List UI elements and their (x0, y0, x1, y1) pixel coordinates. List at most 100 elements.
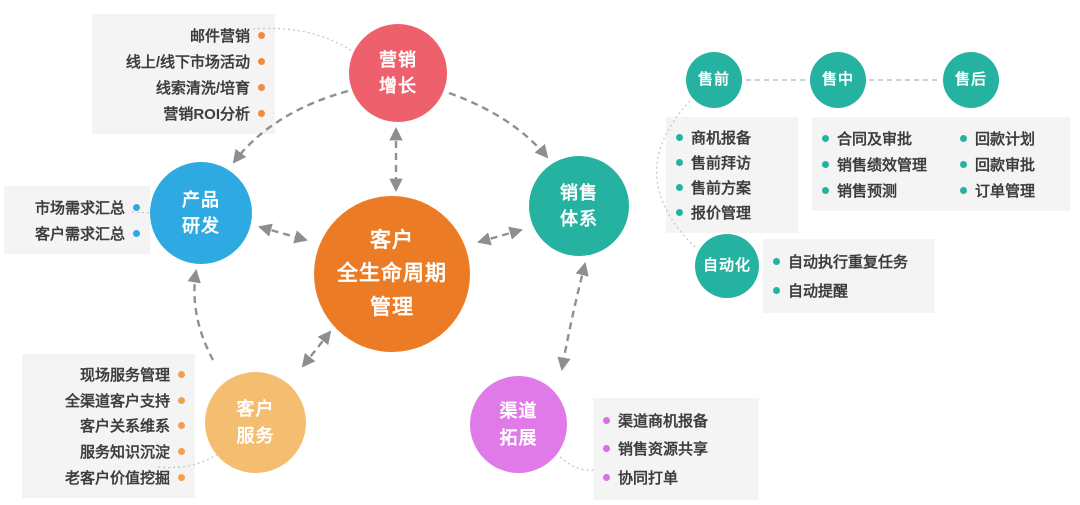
list-item: 回款计划 (960, 126, 1060, 151)
node-sales-system-label: 销售 体系 (560, 182, 598, 229)
bullet-icon (603, 416, 610, 424)
list-item: 服务知识沉淀 (32, 439, 185, 464)
list-item-label: 客户需求汇总 (34, 225, 125, 243)
midsale-feature-list: 合同及审批 销售绩效管理 销售预测 (812, 117, 956, 211)
bullet-icon (258, 31, 265, 39)
bullet-icon (822, 134, 829, 142)
list-item-label: 售前方案 (691, 180, 752, 197)
bullet-icon (822, 160, 829, 168)
list-item-label: 自动执行重复任务 (788, 254, 909, 271)
list-item-label: 客户关系维系 (79, 418, 170, 436)
list-item: 营销ROI分析 (102, 101, 265, 126)
bullet-icon (133, 229, 140, 237)
list-item-label: 销售预测 (837, 182, 898, 200)
bullet-icon (178, 396, 185, 404)
node-product-rd: 产品 研发 (150, 162, 252, 264)
node-presale: 售前 (686, 52, 742, 108)
node-customer-service-label: 客户 服务 (236, 399, 275, 446)
bullet-icon (773, 287, 780, 294)
list-item-label: 老客户价值挖掘 (64, 469, 170, 487)
list-item-label: 渠道商机报备 (618, 412, 709, 430)
list-item: 邮件营销 (102, 23, 265, 48)
bullet-icon (258, 83, 265, 91)
node-customer-service: 客户 服务 (205, 372, 306, 473)
list-item: 老客户价值挖掘 (32, 465, 185, 490)
list-item: 线上/线下市场活动 (102, 49, 265, 74)
bullet-icon (258, 109, 265, 117)
arrow-sales-channel (557, 262, 589, 371)
arrow-center-service (301, 330, 332, 368)
bullet-icon (133, 203, 140, 211)
list-item-label: 全渠道客户支持 (64, 392, 170, 410)
node-presale-label: 售前 (697, 71, 730, 89)
list-item: 合同及审批 (822, 126, 946, 151)
bullet-icon (178, 473, 185, 481)
node-channel-expansion: 渠道 拓展 (470, 376, 567, 473)
node-marketing-growth-label: 营销 增长 (379, 49, 417, 96)
bullet-icon (676, 209, 683, 216)
node-midsale: 售中 (810, 52, 866, 108)
list-item: 销售绩效管理 (822, 152, 946, 177)
bullet-icon (178, 448, 185, 456)
list-item: 现场服务管理 (32, 362, 185, 387)
list-item: 客户关系维系 (32, 413, 185, 438)
list-item: 全渠道客户支持 (32, 388, 185, 413)
node-channel-expansion-label: 渠道 拓展 (499, 401, 538, 448)
service-feature-list: 现场服务管理 全渠道客户支持 客户关系维系 服务知识沉淀 老客户价值挖掘 (22, 354, 195, 498)
bullet-icon (676, 184, 683, 191)
list-item: 渠道商机报备 (603, 408, 749, 433)
list-item-label: 线索清洗/培育 (155, 79, 250, 97)
list-item-label: 回款计划 (975, 130, 1036, 148)
list-item: 订单管理 (960, 178, 1060, 203)
list-item-label: 协同打单 (618, 470, 679, 488)
list-item-label: 订单管理 (975, 182, 1036, 200)
list-item: 市场需求汇总 (14, 195, 140, 220)
node-postsale-label: 售后 (954, 71, 987, 89)
postsale-feature-list: 回款计划 回款审批 订单管理 (950, 117, 1070, 211)
list-item: 客户需求汇总 (14, 221, 140, 246)
list-item: 自动执行重复任务 (773, 249, 925, 274)
node-customer-lifecycle-label: 客户 全生命周期 管理 (337, 228, 447, 319)
list-item-label: 自动提醒 (788, 283, 849, 300)
leader-channel-list (559, 456, 597, 471)
list-item: 售前拜访 (676, 150, 788, 175)
list-item-label: 线上/线下市场活动 (125, 53, 250, 71)
list-item: 协同打单 (603, 465, 749, 490)
node-marketing-growth: 营销 增长 (349, 24, 447, 122)
bullet-icon (258, 57, 265, 65)
node-product-rd-label: 产品 研发 (182, 189, 220, 236)
list-item-label: 服务知识沉淀 (79, 444, 170, 462)
bullet-icon (822, 186, 829, 194)
list-item-label: 销售绩效管理 (837, 156, 928, 174)
bullet-icon (676, 159, 683, 166)
bullet-icon (603, 474, 610, 482)
list-item-label: 报价管理 (691, 205, 752, 222)
bullet-icon (603, 445, 610, 453)
bullet-icon (960, 134, 967, 142)
list-item: 报价管理 (676, 200, 788, 225)
node-midsale-label: 售中 (821, 71, 854, 89)
list-item: 销售资源共享 (603, 436, 749, 461)
list-item-label: 售前拜访 (691, 155, 752, 172)
arrow-product-center (258, 223, 308, 244)
list-item: 回款审批 (960, 152, 1060, 177)
list-item-label: 邮件营销 (189, 27, 250, 45)
list-item: 售前方案 (676, 175, 788, 200)
product-feature-list: 市场需求汇总 客户需求汇总 (4, 186, 150, 254)
arrow-marketing-sales (448, 91, 549, 159)
channel-feature-list: 渠道商机报备 销售资源共享 协同打单 (593, 398, 759, 500)
node-postsale: 售后 (943, 52, 999, 108)
bullet-icon (960, 160, 967, 168)
marketing-feature-list: 邮件营销 线上/线下市场活动 线索清洗/培育 营销ROI分析 (92, 14, 275, 134)
node-sales-system: 销售 体系 (529, 156, 629, 256)
bullet-icon (676, 134, 683, 141)
list-item-label: 合同及审批 (837, 130, 913, 148)
list-item: 商机报备 (676, 125, 788, 150)
presale-feature-list: 商机报备 售前拜访 售前方案 报价管理 (666, 117, 798, 233)
automation-feature-list: 自动执行重复任务 自动提醒 (763, 239, 935, 313)
bullet-icon (773, 258, 780, 265)
list-item: 自动提醒 (773, 278, 925, 303)
list-item-label: 商机报备 (691, 130, 752, 147)
node-customer-lifecycle: 客户 全生命周期 管理 (314, 196, 470, 352)
